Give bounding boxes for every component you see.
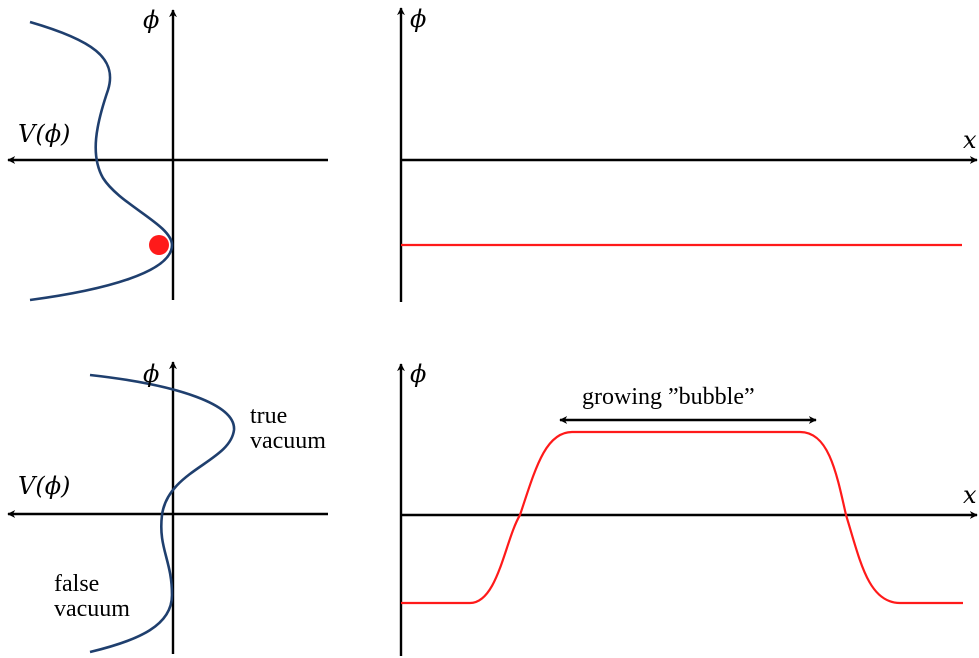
top-right-x-label: x [963,126,977,154]
bottom-left-phi-label: ϕ [143,360,159,388]
false-vacuum-label-line2: vacuum [54,596,130,622]
bottom-left-potential-panel: ϕ V(ϕ) true vacuum false vacuum [7,360,328,654]
true-vacuum-label-line2: vacuum [250,428,326,454]
top-left-potential-label: V(ϕ) [18,120,70,148]
top-left-potential-panel: ϕ V(ϕ) [7,6,328,302]
bottom-left-potential-curve [89,373,236,654]
growing-bubble-label: growing ”bubble” [582,384,755,410]
true-vacuum-label-line1: true [250,403,287,429]
bottom-right-field-panel: ϕ x growing ”bubble” [397,360,978,656]
bottom-left-potential-label: V(ϕ) [18,472,70,500]
top-right-field-panel: ϕ x [397,5,978,302]
top-left-phi-label: ϕ [143,6,159,34]
top-right-phi-label: ϕ [410,5,426,33]
bottom-right-phi-label: ϕ [410,360,426,388]
bottom-right-x-label: x [963,481,977,509]
field-position-marker [149,235,169,255]
bubble-field-profile [401,430,963,605]
top-left-potential-curve [29,20,174,302]
false-vacuum-label-line1: false [54,571,99,597]
